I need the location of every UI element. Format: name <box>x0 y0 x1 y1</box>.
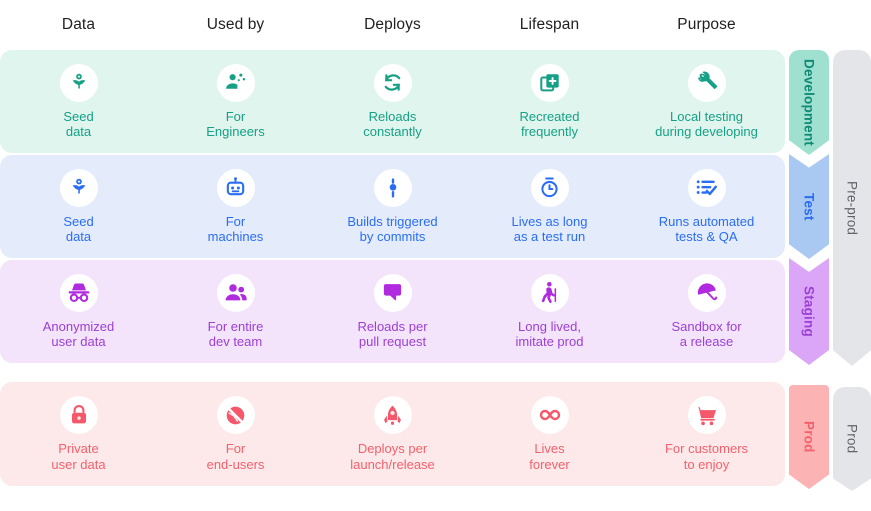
globe-slash-icon <box>216 396 255 434</box>
row-group-gap <box>0 363 785 382</box>
stage-tab-staging[interactable]: Staging <box>789 258 829 365</box>
cell-test-data: Seed data <box>0 168 157 245</box>
checklist-check-icon <box>687 168 726 207</box>
cell-test-lifespan: Lives as long as a test run <box>471 168 628 245</box>
cell-label: Deploys per launch/release <box>350 441 435 472</box>
column-header-deploys: Deploys <box>364 16 421 33</box>
stage-tab-label: Staging <box>801 286 817 337</box>
cell-prod-used-by: For end-users <box>157 396 314 472</box>
stopwatch-icon <box>530 168 569 207</box>
column-header-row: Data Used by Deploys Lifespan Purpose <box>0 0 785 50</box>
cell-label: Anonymized user data <box>42 318 115 350</box>
cell-label: Builds triggered by commits <box>347 213 438 245</box>
cell-staging-purpose: Sandbox for a release <box>628 273 785 350</box>
cell-development-used-by: For Engineers <box>157 63 314 140</box>
cell-development-deploys: Reloads constantly <box>314 63 471 140</box>
cell-test-purpose: Runs automated tests & QA <box>628 168 785 245</box>
stage-tab-strip: Development Test Staging Prod <box>789 50 829 489</box>
column-header-used-by: Used by <box>206 16 265 33</box>
cell-label: Seed data <box>63 213 94 245</box>
stage-tab-label: Test <box>801 192 817 221</box>
column-header-data: Data <box>61 16 96 33</box>
group-label-text: Prod <box>844 424 860 454</box>
cell-label: Private user data <box>51 441 106 472</box>
cell-staging-used-by: For entire dev team <box>157 273 314 350</box>
cell-test-deploys: Builds triggered by commits <box>314 168 471 245</box>
cell-label: Sandbox for a release <box>671 318 742 350</box>
cell-label: For entire dev team <box>207 318 264 350</box>
cell-label: For machines <box>207 213 264 245</box>
incognito-icon <box>59 273 98 312</box>
robot-icon <box>216 168 255 207</box>
cell-label: Lives forever <box>529 441 570 472</box>
cell-label: For Engineers <box>206 108 265 140</box>
cell-prod-purpose: For customers to enjoy <box>628 396 785 472</box>
env-row-staging: Anonymized user data For entire dev team… <box>0 260 785 363</box>
cell-staging-deploys: Reloads per pull request <box>314 273 471 350</box>
group-label-prod: Prod <box>833 387 871 491</box>
env-row-test: Seed data For machines <box>0 155 785 258</box>
environment-matrix: Seed data For Engineers <box>0 50 785 486</box>
cell-prod-lifespan: Lives forever <box>471 396 628 472</box>
stage-tab-test[interactable]: Test <box>789 154 829 259</box>
cell-staging-lifespan: Long lived, imitate prod <box>471 273 628 350</box>
stage-tab-label: Prod <box>801 421 817 453</box>
cell-test-used-by: For machines <box>157 168 314 245</box>
rocket-icon <box>373 396 412 434</box>
cell-label: Runs automated tests & QA <box>658 213 755 245</box>
people-group-icon <box>216 273 255 312</box>
column-header-lifespan: Lifespan <box>519 16 580 33</box>
comment-icon <box>373 273 412 312</box>
engineers-icon <box>216 63 255 102</box>
stage-tab-label: Development <box>801 59 817 146</box>
cell-label: For end-users <box>206 441 265 472</box>
cell-label: For customers to enjoy <box>664 441 749 472</box>
cell-label: Reloads constantly <box>363 108 422 140</box>
cell-label: Reloads per pull request <box>357 318 428 350</box>
cell-staging-data: Anonymized user data <box>0 273 157 350</box>
cell-label: Long lived, imitate prod <box>515 318 584 350</box>
seedling-icon <box>59 63 98 102</box>
umbrella-icon <box>687 273 726 312</box>
elderly-walk-icon <box>530 273 569 312</box>
cell-development-data: Seed data <box>0 63 157 140</box>
column-header-purpose: Purpose <box>677 16 736 33</box>
cell-prod-data: Private user data <box>0 396 157 472</box>
infinity-icon <box>530 396 569 434</box>
group-label-text: Pre-prod <box>844 180 860 236</box>
env-row-prod: Private user data For end-users <box>0 382 785 486</box>
group-label-strip: Pre-prod Prod <box>833 50 871 491</box>
duplicate-plus-icon <box>530 63 569 102</box>
commit-icon <box>373 168 412 207</box>
env-row-development: Seed data For Engineers <box>0 50 785 153</box>
sync-reload-icon <box>373 63 412 102</box>
cell-label: Lives as long as a test run <box>511 213 588 245</box>
shopping-cart-icon <box>687 396 726 434</box>
stage-tab-prod[interactable]: Prod <box>789 385 829 489</box>
group-label-pre-prod: Pre-prod <box>833 50 871 366</box>
cell-label: Local testing during developing <box>655 108 758 140</box>
lock-icon <box>59 396 98 434</box>
cell-prod-deploys: Deploys per launch/release <box>314 396 471 472</box>
seedling-icon <box>59 168 98 207</box>
cell-label: Seed data <box>63 108 94 140</box>
wrench-icon <box>687 63 726 102</box>
cell-label: Recreated frequently <box>519 108 580 140</box>
cell-development-lifespan: Recreated frequently <box>471 63 628 140</box>
cell-development-purpose: Local testing during developing <box>628 63 785 140</box>
stage-tab-development[interactable]: Development <box>789 50 829 155</box>
